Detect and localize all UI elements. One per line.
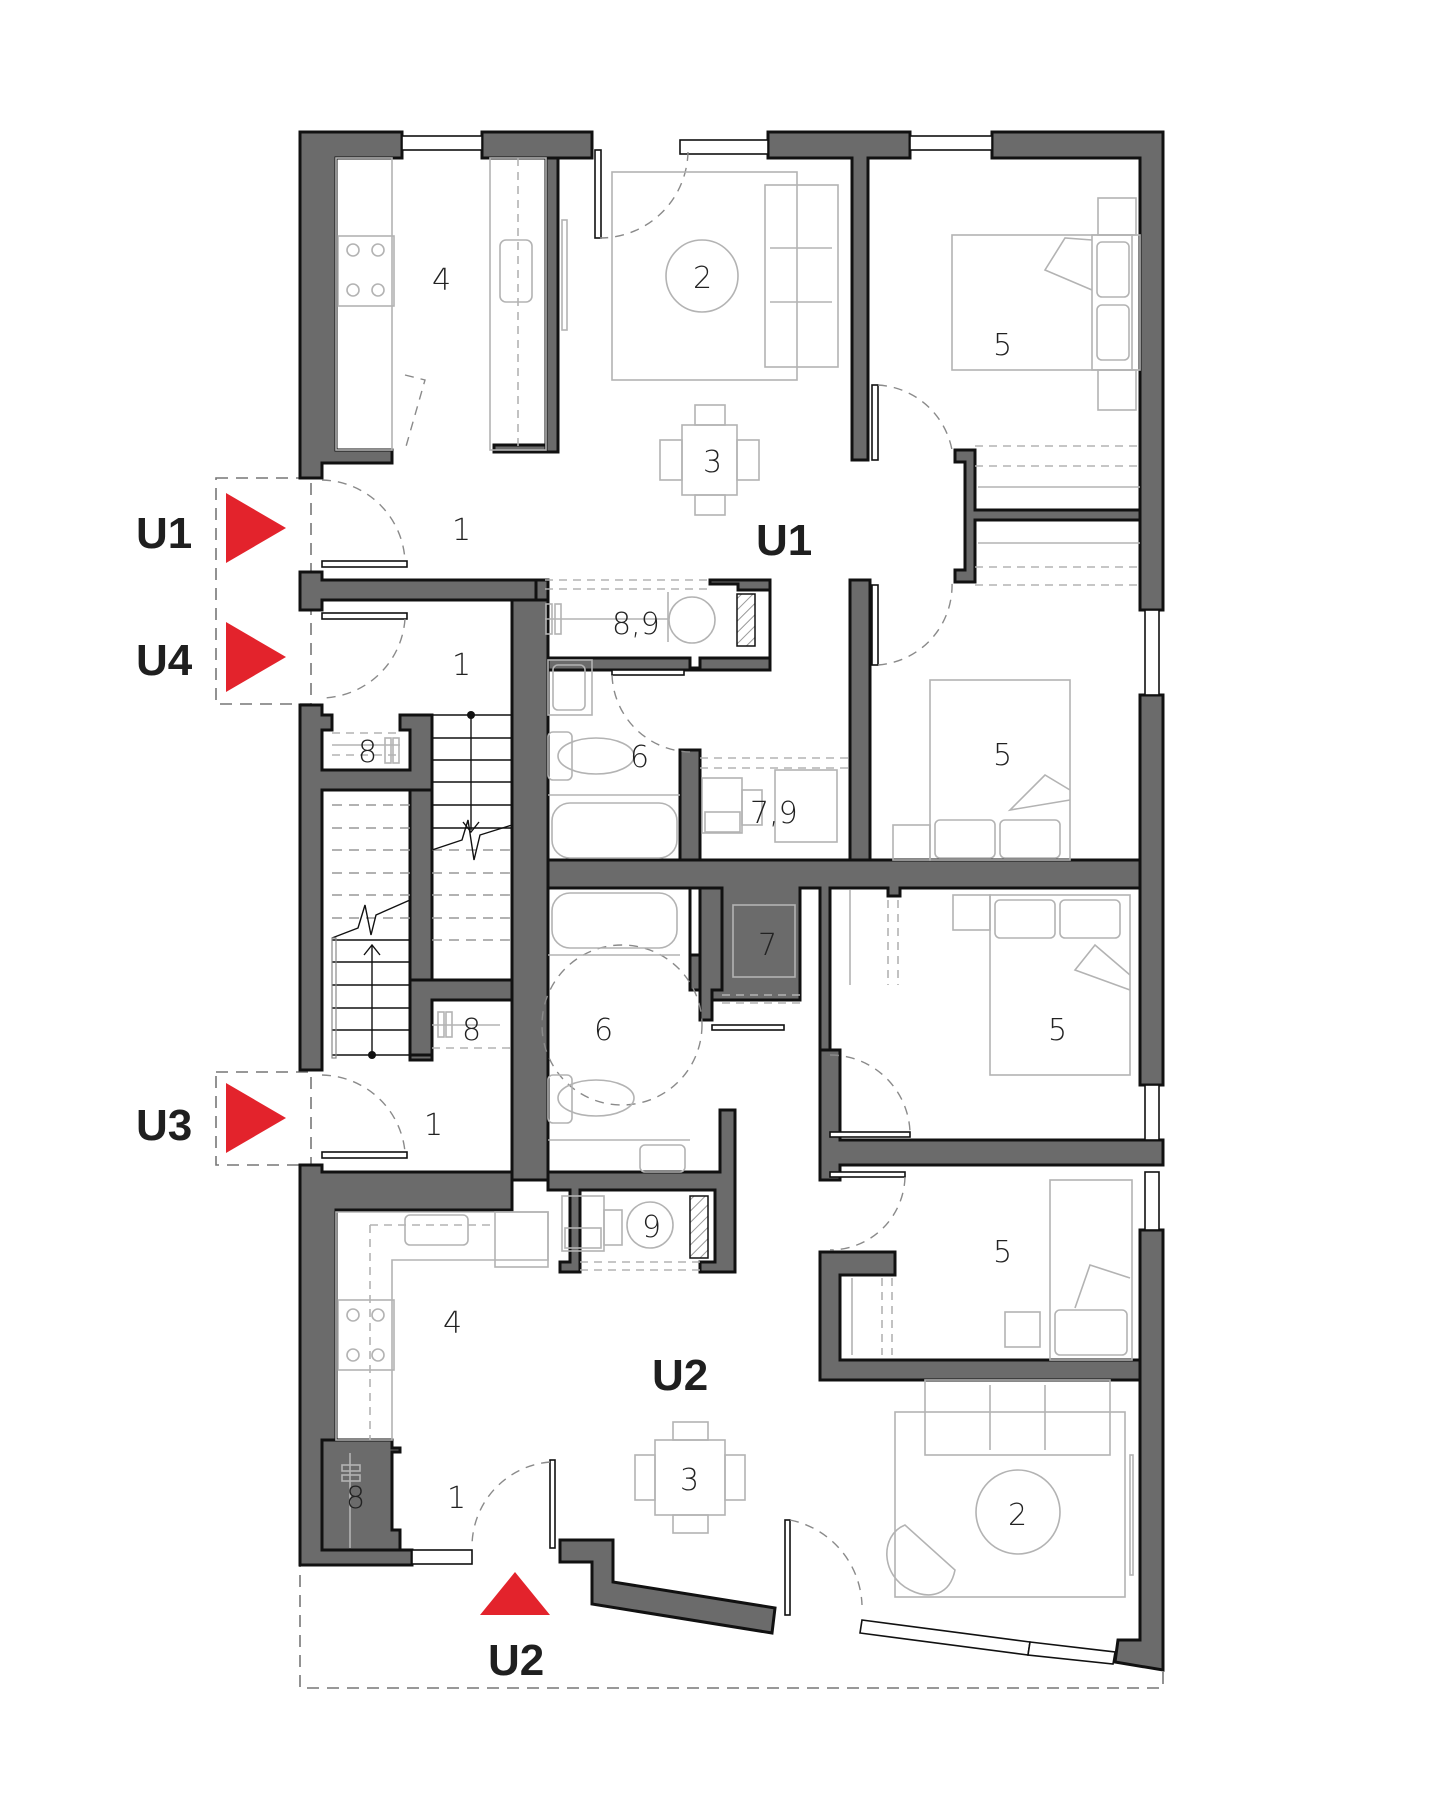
room-u3-storage: 8 xyxy=(462,1013,481,1048)
room-u1-kitchen: 4 xyxy=(432,263,451,298)
entry-arrow-u1 xyxy=(226,493,286,563)
unit-label-u2: U2 xyxy=(652,1351,708,1400)
entry-vestibules xyxy=(215,477,312,1166)
room-u1-bedroom-mid: 5 xyxy=(993,738,1012,773)
entry-label-u3: U3 xyxy=(136,1101,192,1150)
room-u1-storage-laundry: 8,9 xyxy=(612,607,660,642)
entry-markers xyxy=(226,493,550,1615)
shaft-u1 xyxy=(736,593,756,647)
room-u2-bedroom-b: 5 xyxy=(993,1235,1012,1270)
room-u2-living: 2 xyxy=(1008,1498,1027,1533)
walls xyxy=(298,130,1165,1672)
entry-label-u2: U2 xyxy=(488,1636,544,1685)
room-u2-entry: 1 xyxy=(447,1481,466,1516)
room-u2-laundry: 9 xyxy=(642,1210,661,1245)
room-u1-bedroom-top: 5 xyxy=(993,328,1012,363)
entry-label-u4: U4 xyxy=(136,636,193,685)
entry-arrow-u2 xyxy=(480,1572,550,1615)
room-u2-utility: 7 xyxy=(758,928,777,963)
entry-label-u1: U1 xyxy=(136,509,192,558)
room-u2-dining: 3 xyxy=(680,1463,699,1498)
room-u2-bedroom-a: 5 xyxy=(1048,1013,1067,1048)
unit-labels: U1 U2 xyxy=(652,516,812,1400)
room-u3-entry: 1 xyxy=(424,1108,443,1143)
windows xyxy=(401,135,1160,1665)
entry-arrow-u3 xyxy=(226,1083,286,1153)
furniture xyxy=(335,157,1141,1598)
room-u1-entry: 1 xyxy=(452,513,471,548)
room-u2-kitchen: 4 xyxy=(443,1306,462,1341)
room-u2-bathroom: 6 xyxy=(594,1013,613,1048)
room-u1-living: 2 xyxy=(693,261,712,296)
room-u1-utility: 7,9 xyxy=(750,796,798,831)
room-u4-storage: 8 xyxy=(358,735,377,770)
room-labels: 4 2 5 3 1 8,9 1 8 6 5 7,9 7 6 8 5 1 9 5 … xyxy=(346,261,1067,1533)
entry-arrow-u4 xyxy=(226,622,286,692)
entry-labels: U1 U4 U3 U2 xyxy=(136,509,544,1685)
shaft-u2 xyxy=(689,1195,709,1259)
room-u2-storage: 8 xyxy=(346,1481,365,1516)
room-u4-entry: 1 xyxy=(452,648,471,683)
stairs xyxy=(331,711,513,1059)
room-u1-dining: 3 xyxy=(703,445,722,480)
room-u1-bathroom: 6 xyxy=(630,740,649,775)
doors xyxy=(321,149,953,1616)
unit-label-u1: U1 xyxy=(756,516,812,565)
